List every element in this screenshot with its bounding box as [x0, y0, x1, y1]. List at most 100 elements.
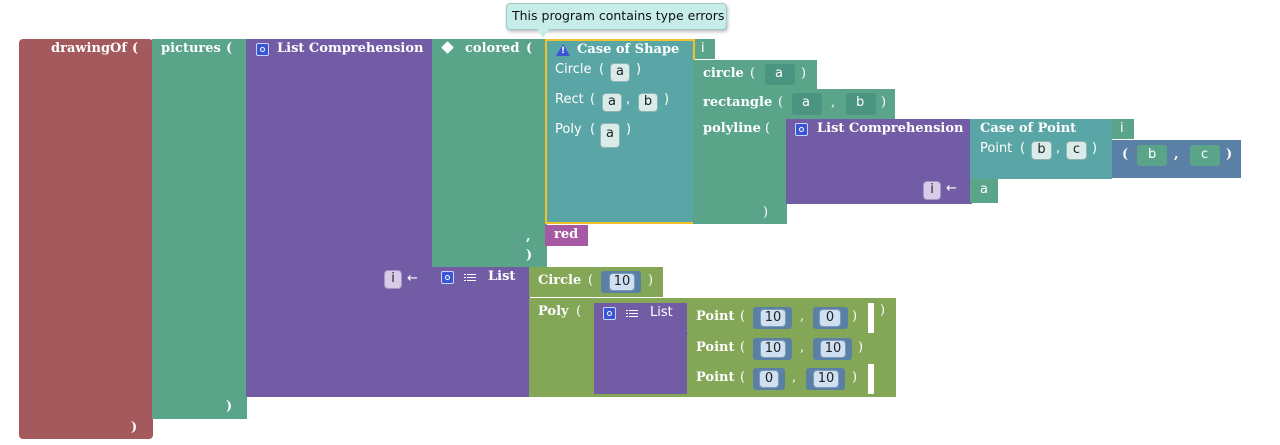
circle-call-block[interactable]: circle ( a ): [693, 60, 817, 89]
point-2-label: Point: [696, 370, 735, 385]
point-2-x[interactable]: 0: [759, 370, 779, 388]
point-1-sep: ,: [800, 340, 805, 355]
shape-list-label: List: [488, 269, 516, 284]
tooltip-text: This program contains type errors: [512, 8, 725, 23]
colored-open-paren: (: [526, 41, 533, 56]
branch-circle-open: (: [599, 62, 605, 77]
point-branch-var-c[interactable]: c: [1066, 141, 1087, 160]
rectangle-call-sep: ,: [831, 95, 836, 110]
drawing-of-label: drawingOf: [51, 41, 127, 56]
point-0-open: (: [740, 309, 746, 324]
branch-rect-name: Rect: [555, 92, 584, 107]
shape-circle-close: ): [648, 273, 654, 288]
branch-rect-close: ): [664, 92, 670, 107]
pictures-close-paren: ): [226, 399, 233, 414]
point-2-open: (: [740, 370, 746, 385]
point-1-label: Point: [696, 340, 735, 355]
tuple-item-c[interactable]: c: [1201, 147, 1209, 162]
inner-source-var[interactable]: a: [970, 179, 998, 203]
point-2-y[interactable]: 10: [813, 370, 839, 388]
pictures-block[interactable]: pictures ( ): [152, 39, 247, 419]
branch-circle-close: ): [636, 62, 642, 77]
shape-poly-open: (: [576, 304, 582, 319]
tuple-item-b[interactable]: b: [1148, 147, 1157, 162]
branch-poly-name: Poly: [555, 122, 582, 137]
point-branch-var-b[interactable]: b: [1031, 141, 1052, 160]
branch-circle-name: Circle: [555, 62, 592, 77]
shape-circle-open: (: [588, 273, 594, 288]
point-2-close: ): [852, 370, 858, 385]
rectangle-call-close: ): [881, 95, 887, 110]
polyline-call-block[interactable]: polyline (: [693, 119, 787, 145]
tuple-sep: ,: [1174, 147, 1179, 162]
list-icon: [626, 309, 638, 319]
case-of-point-block[interactable]: Case of Point Point ( b , c ): [970, 119, 1112, 179]
pictures-open-paren: (: [226, 41, 233, 56]
outer-list-comprehension-block[interactable]: List Comprehension i ←: [246, 39, 433, 397]
rectangle-arg-a-slot: [792, 93, 822, 115]
inner-generator-var[interactable]: i: [923, 181, 941, 200]
tuple-open: (: [1122, 147, 1129, 162]
point-list-block[interactable]: List: [594, 303, 688, 394]
rectangle-arg-a[interactable]: a: [802, 95, 810, 110]
case-results-column: ): [693, 119, 787, 224]
point-row[interactable]: Point ( 0 , 10 ): [687, 364, 874, 394]
tuple-block[interactable]: ( b , c ): [1112, 140, 1241, 178]
shape-circle-value[interactable]: 10: [609, 273, 635, 291]
point-branch-close: ): [1092, 141, 1098, 156]
rectangle-arg-b[interactable]: b: [856, 95, 865, 110]
polyline-close-paren: ): [763, 205, 769, 220]
polyline-call-open: (: [765, 121, 771, 136]
point-1-y[interactable]: 10: [820, 340, 846, 358]
paint-bucket-icon: [441, 41, 454, 54]
point-0-y[interactable]: 0: [819, 309, 841, 327]
drawing-of-block[interactable]: drawingOf ( ): [19, 39, 153, 439]
point-list-close: ): [880, 303, 886, 318]
drawing-of-close-paren: ): [131, 420, 138, 435]
branch-poly-open: (: [590, 122, 596, 137]
branch-rect-open: (: [590, 92, 596, 107]
circle-call-label: circle: [703, 66, 744, 81]
tooltip-pointer: [537, 29, 549, 38]
case-shape-scrutinee[interactable]: i: [695, 39, 715, 59]
shape-circle-name: Circle: [538, 273, 582, 288]
rectangle-call-block[interactable]: rectangle ( a , b ): [693, 89, 895, 119]
list-icon: [464, 273, 476, 283]
rectangle-call-label: rectangle: [703, 95, 773, 110]
colored-comma: ,: [526, 229, 531, 244]
warning-mark: !: [561, 46, 566, 56]
point-row-end-marker: [868, 364, 874, 394]
branch-circle-var[interactable]: a: [610, 63, 630, 82]
red-color-value[interactable]: red: [545, 225, 588, 246]
point-row[interactable]: Point ( 10 , 0 ): [687, 303, 874, 333]
branch-poly-var[interactable]: a: [600, 123, 620, 148]
shape-circle-block[interactable]: Circle ( 10 ): [529, 267, 663, 297]
circle-call-arg[interactable]: a: [775, 66, 783, 81]
point-branch-name: Point: [980, 141, 1013, 156]
case-point-label: Case of Point: [980, 121, 1077, 136]
case-point-scrutinee[interactable]: i: [1112, 119, 1134, 139]
pictures-label: pictures: [161, 41, 221, 56]
case-of-shape-block[interactable]: ! Case of Shape Circle ( a ) Rect ( a , …: [545, 39, 695, 224]
gear-icon: [256, 43, 269, 56]
point-0-close: ): [852, 309, 858, 324]
branch-rect-var-b[interactable]: b: [638, 93, 658, 112]
colored-close-paren: ): [526, 248, 533, 263]
point-0-x[interactable]: 10: [760, 309, 786, 327]
point-row-end-marker: [868, 303, 874, 333]
colored-block[interactable]: colored ( , ): [432, 39, 547, 267]
branch-rect-var-a[interactable]: a: [602, 93, 622, 112]
gear-icon: [603, 307, 616, 320]
point-2-sep: ,: [792, 370, 797, 385]
colored-label: colored: [465, 41, 520, 56]
shape-list-block[interactable]: List: [432, 267, 530, 397]
point-branch-sep: ,: [1056, 141, 1061, 156]
circle-call-open: (: [750, 66, 756, 81]
inner-list-comprehension-block[interactable]: List Comprehension i ←: [786, 119, 972, 204]
shape-poly-name: Poly: [538, 304, 569, 319]
point-row[interactable]: Point ( 10 , 10 ): [687, 334, 874, 364]
branch-rect-sep: ,: [626, 92, 631, 107]
outer-generator-var[interactable]: i: [384, 270, 402, 289]
point-1-x[interactable]: 10: [760, 340, 786, 358]
tuple-close: ): [1226, 147, 1233, 162]
